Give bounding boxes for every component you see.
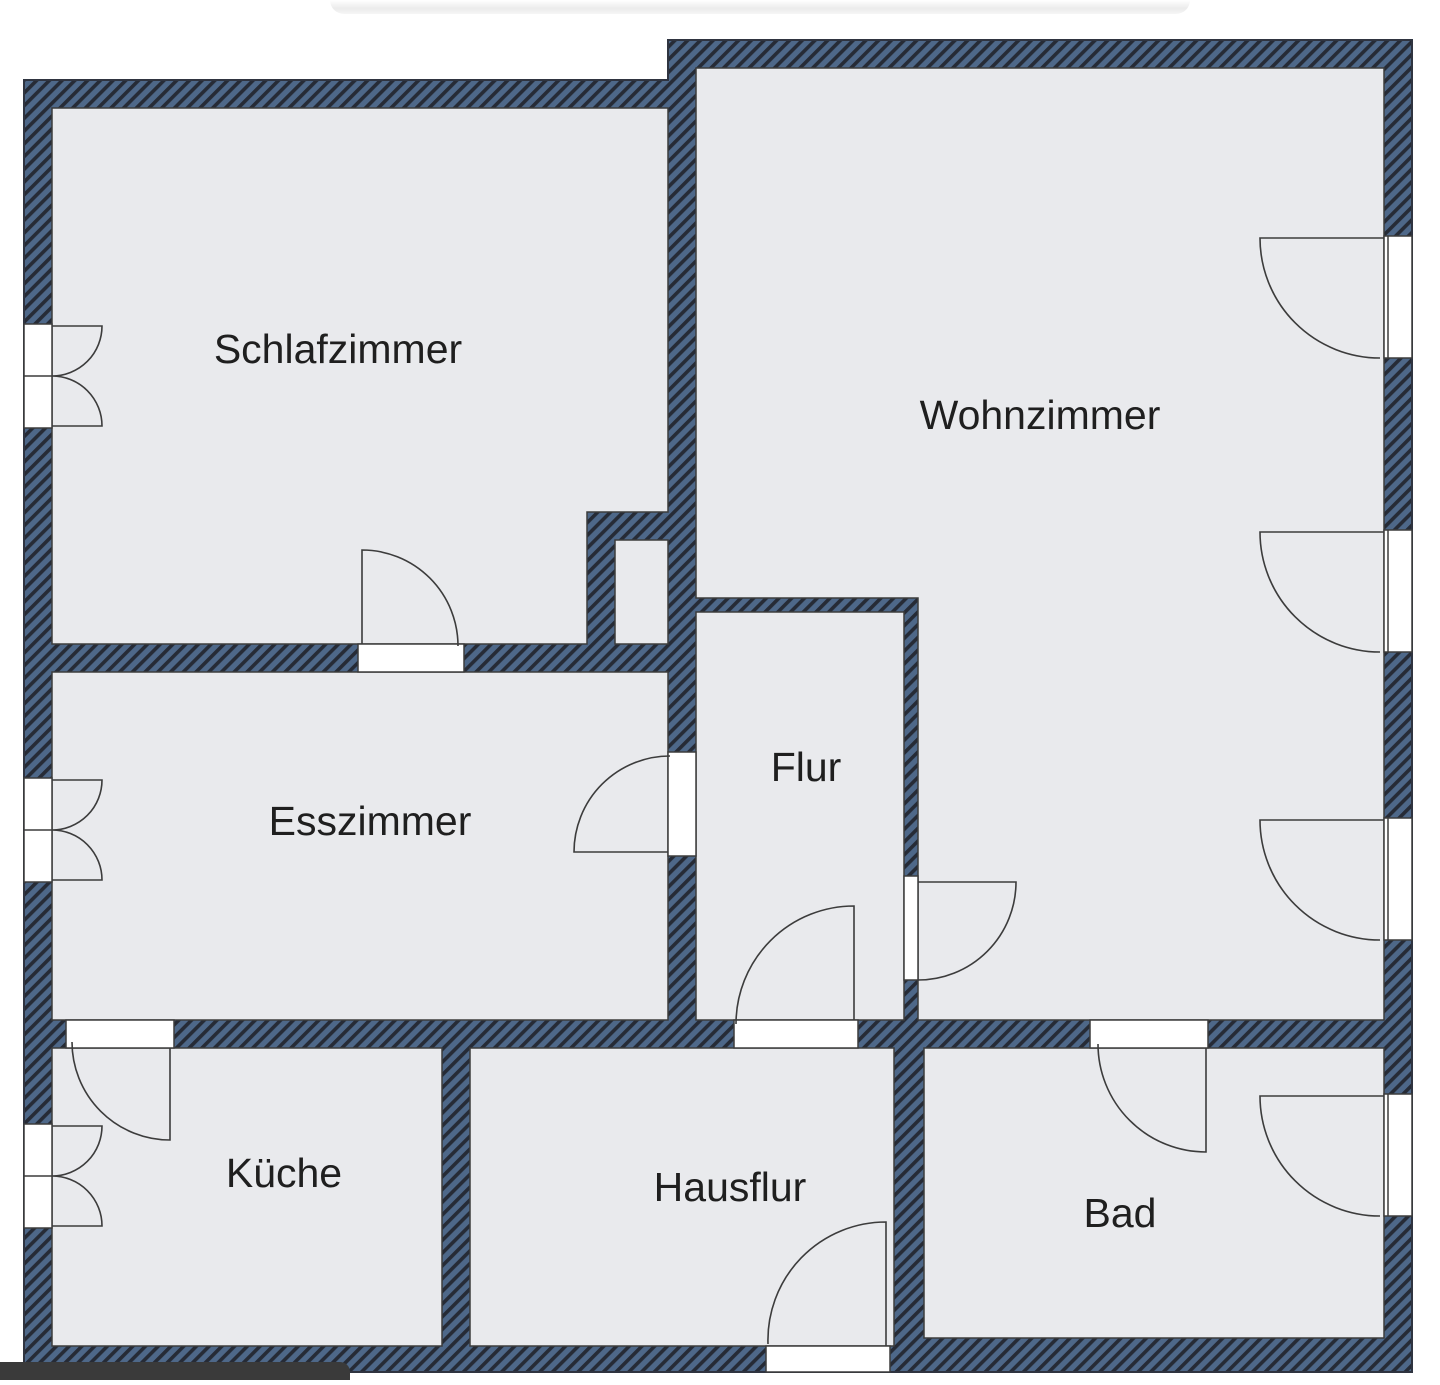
opening-flur-wohnzimmer	[903, 875, 919, 981]
window-swing-wohnzimmer-1	[1259, 237, 1384, 359]
window-swing-wohnzimmer-2	[1259, 531, 1384, 653]
door-swing-wohnzimmer	[917, 881, 1017, 981]
opening-esszimmer-flur	[667, 751, 697, 857]
label-wohnzimmer: Wohnzimmer	[920, 392, 1161, 438]
window-swing-esszimmer	[51, 779, 103, 881]
room-labels: Schlafzimmer Wohnzimmer Esszimmer Flur K…	[214, 326, 1161, 1236]
opening-bad-wohnzimmer	[1089, 1019, 1209, 1049]
window-swing-wohnzimmer-3	[1259, 819, 1384, 941]
floor-hausflur	[469, 1047, 895, 1347]
floor-flur	[695, 611, 905, 1021]
floor-closet	[614, 539, 669, 645]
label-esszimmer: Esszimmer	[269, 798, 472, 844]
opening-hausflur-entrance	[765, 1345, 891, 1373]
top-shadow	[330, 0, 1190, 14]
room-floors	[51, 67, 1385, 1347]
door-swing-kueche	[71, 1041, 171, 1141]
label-flur: Flur	[771, 744, 842, 790]
door-swing-flur	[735, 905, 855, 1025]
floor-wohnzimmer	[695, 67, 1385, 1021]
floor-schlafzimmer	[51, 107, 669, 645]
door-swing-schlafzimmer	[361, 549, 459, 647]
door-swing-esszimmer	[573, 755, 671, 853]
bottom-bar	[0, 1362, 350, 1380]
label-bad: Bad	[1084, 1190, 1157, 1236]
floor-kueche	[51, 1047, 443, 1347]
opening-schlafzimmer-esszimmer	[357, 643, 465, 673]
door-swing-hausflur	[767, 1221, 887, 1346]
door-swings	[51, 237, 1384, 1346]
window-swing-schlafzimmer	[51, 325, 103, 427]
window-swing-kueche	[51, 1125, 103, 1227]
label-kueche: Küche	[226, 1150, 342, 1196]
label-hausflur: Hausflur	[654, 1164, 807, 1210]
window-swing-bad	[1259, 1095, 1384, 1217]
opening-kueche-esszimmer	[65, 1019, 175, 1049]
floor-esszimmer	[51, 671, 669, 1021]
opening-flur-hausflur	[733, 1019, 859, 1049]
label-schlafzimmer: Schlafzimmer	[214, 326, 462, 372]
door-swing-bad	[1097, 1043, 1207, 1153]
window-mullions	[24, 236, 1389, 1216]
